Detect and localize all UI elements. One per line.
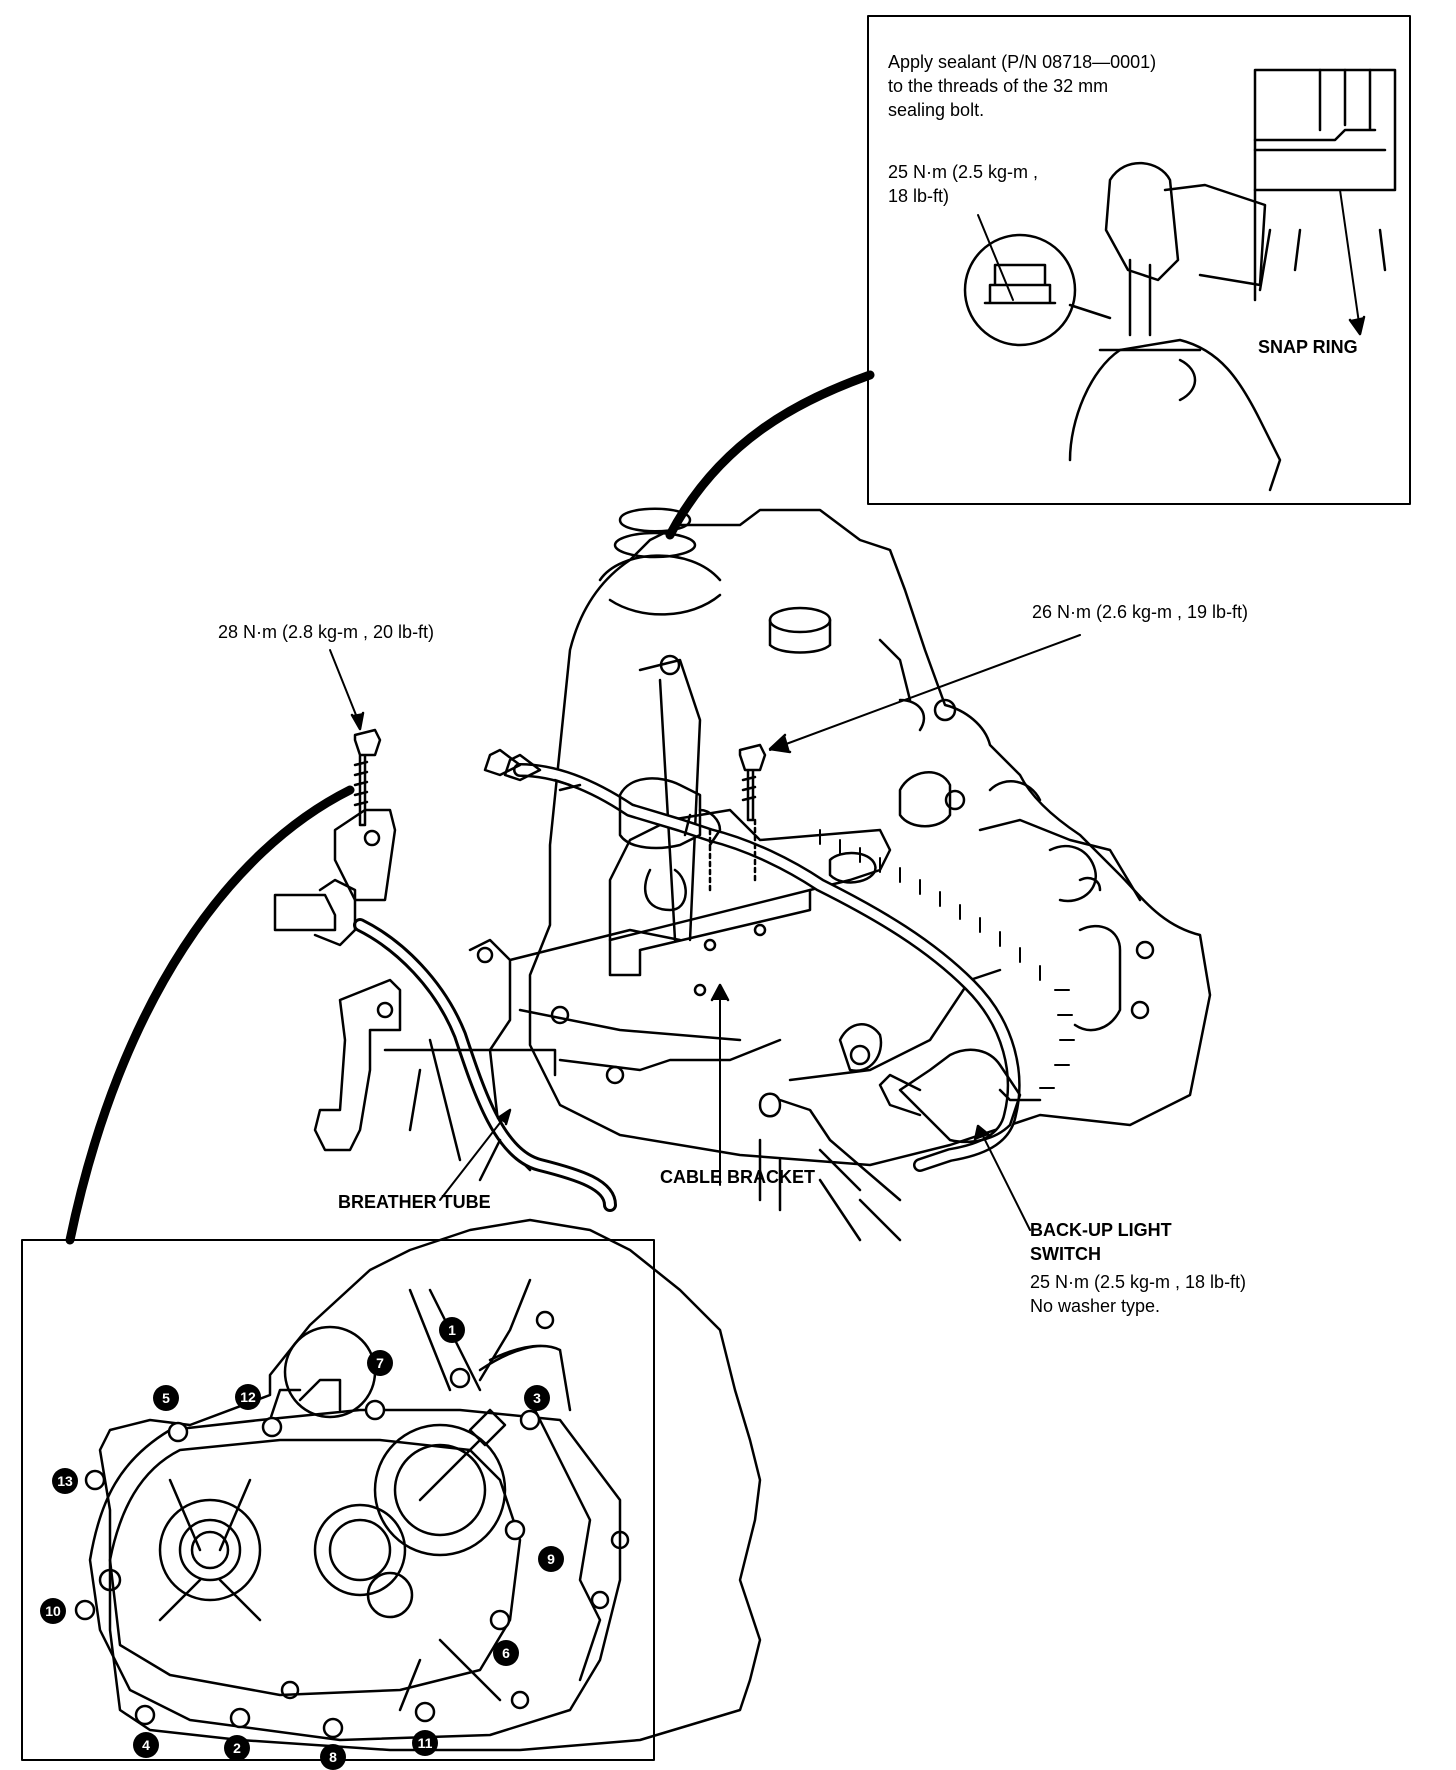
case-bolt-pattern	[98, 1218, 762, 1752]
left-torque-leader	[329, 649, 361, 726]
bolt-number: 7	[367, 1350, 393, 1376]
backup-switch-note: No washer type.	[1030, 1296, 1161, 1316]
bolt-number: 2	[224, 1735, 250, 1761]
inset-torque-label: 25 N·m (2.5 kg-m , 18 lb-ft)	[888, 162, 1039, 206]
bolt-number: 5	[153, 1385, 179, 1411]
bolt-number: 3	[524, 1385, 550, 1411]
cable-bracket-label: CABLE BRACKET	[660, 1167, 815, 1187]
snap-ring-label: SNAP RING	[1258, 337, 1358, 357]
inset-top-frame	[867, 15, 1411, 505]
sealing-bolt-detail	[963, 233, 1077, 347]
bolt-number: 1	[439, 1317, 465, 1343]
backup-switch-cable	[513, 763, 1021, 1172]
left-bolt	[353, 728, 382, 827]
bolt-number: 11	[412, 1730, 438, 1756]
backup-switch-leader	[979, 1129, 1031, 1231]
snap-ring-leader	[1339, 189, 1361, 331]
hand-wrench-illustration	[1104, 161, 1180, 282]
bolt-number: 4	[133, 1732, 159, 1758]
backup-light-switch	[898, 1048, 1022, 1144]
inset-connector-top	[665, 370, 875, 540]
bolt-number: 6	[493, 1640, 519, 1666]
breather-tube-label: BREATHER TUBE	[338, 1192, 491, 1212]
backup-switch-title: BACK-UP LIGHT SWITCH	[1030, 1220, 1172, 1264]
breather-tube	[353, 918, 617, 1212]
cable-bracket	[608, 808, 892, 942]
bolt-number: 9	[538, 1546, 564, 1572]
backup-switch-torque-label: 25 N·m (2.5 kg-m , 18 lb-ft)	[1030, 1272, 1247, 1292]
bolt-number: 10	[40, 1598, 66, 1624]
bolt-number: 12	[235, 1384, 261, 1410]
bolt-number: 13	[52, 1468, 78, 1494]
right-bolt	[738, 743, 767, 822]
breather-tube-leader	[439, 1109, 511, 1201]
inset-connector-bottom	[65, 785, 355, 1245]
right-torque-leader	[769, 634, 1081, 751]
left-bolt-torque-label: 28 N·m (2.8 kg-m , 20 lb-ft)	[218, 622, 435, 642]
sealant-note: Apply sealant (P/N 08718—0001) to the th…	[888, 52, 1157, 120]
right-bolt-torque-label: 26 N·m (2.6 kg-m , 19 lb-ft)	[1032, 602, 1249, 622]
bolt-number: 8	[320, 1744, 346, 1770]
